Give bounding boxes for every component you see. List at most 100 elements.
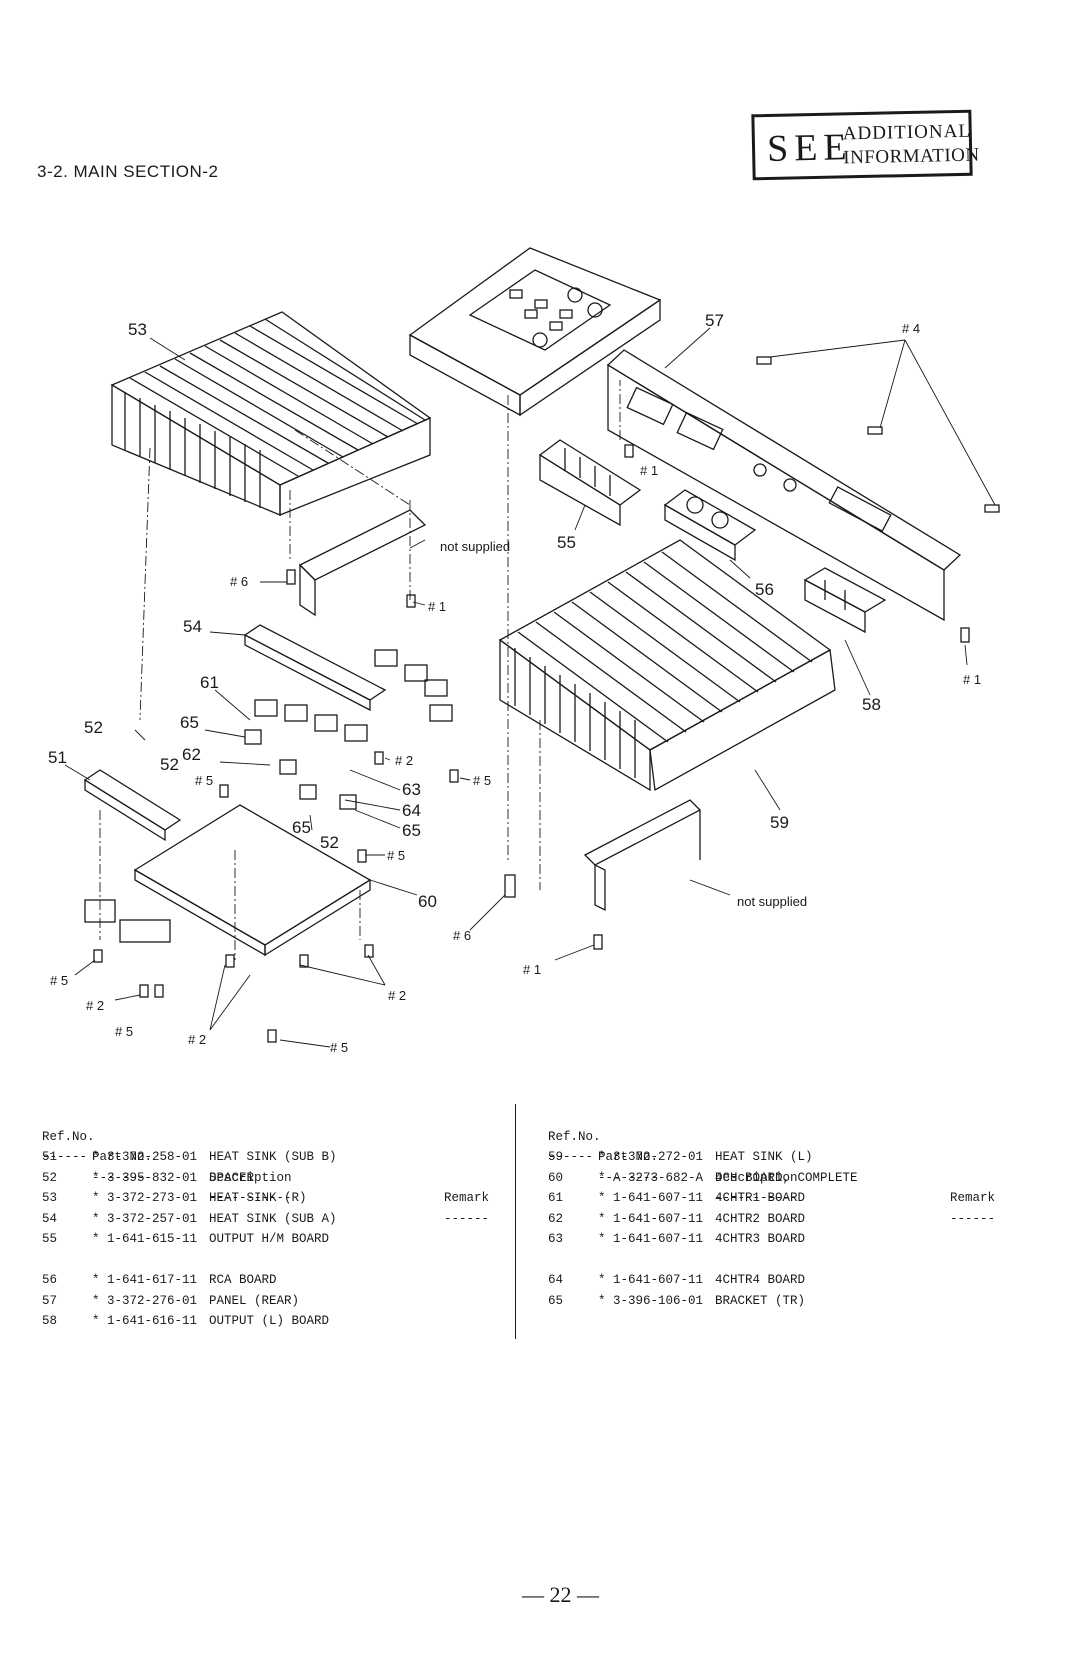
- page-number: — 22 —: [522, 1582, 599, 1607]
- row-part: * 1-641-607-11: [598, 1273, 704, 1287]
- parts-table-right: Ref.No. Part No. Description Remark ----…: [548, 1106, 998, 1311]
- row-desc: 4CHTR2 BOARD: [715, 1211, 806, 1226]
- output-l-board-58: [803, 567, 887, 634]
- callout-61: 61: [200, 673, 219, 692]
- callout-54: 54: [183, 617, 202, 636]
- table-row: 59 * 3-372-272-01 HEAT SINK (L): [548, 1147, 998, 1168]
- rule-part: --------: [92, 1170, 153, 1185]
- table-rule: ------ -------- ----------- ------: [548, 1127, 998, 1226]
- rule-remark: ------: [950, 1211, 996, 1226]
- row-part: * 1-641-607-11: [598, 1232, 704, 1246]
- callout-52a: 52: [84, 718, 103, 737]
- callout-55: 55: [557, 533, 576, 552]
- callout-51: 51: [48, 748, 67, 767]
- callout-screw-1c: # 1: [963, 672, 981, 687]
- callout-52b: 52: [160, 755, 179, 774]
- row-desc: RCA BOARD: [209, 1273, 277, 1287]
- row-desc: HEAT SINK (SUB B): [209, 1150, 337, 1164]
- row-ref: 61: [548, 1191, 564, 1205]
- rule-ref: ------: [548, 1150, 594, 1164]
- header-ref-no: Ref.No.: [548, 1129, 601, 1144]
- heat-sink-sub-b-51: [83, 769, 182, 842]
- callout-58: 58: [862, 695, 881, 714]
- rear-panel-57: [606, 349, 962, 622]
- output-hm-board-55: [538, 439, 642, 527]
- row-ref: 59: [548, 1150, 564, 1164]
- row-part: * 1-641-607-11: [598, 1211, 704, 1226]
- row-desc: PANEL (REAR): [209, 1293, 300, 1308]
- header-description: Description: [209, 1170, 292, 1185]
- header-remark: Remark: [444, 1191, 490, 1205]
- row-part: * 3-372-276-01: [92, 1293, 198, 1308]
- rule-desc: -----------: [715, 1191, 798, 1205]
- row-gap: [42, 1250, 492, 1271]
- heat-sink-59: [498, 539, 836, 792]
- callout-screw-6b: # 6: [453, 928, 471, 943]
- callout-screw-2d: # 2: [188, 1032, 206, 1047]
- heat-sink-53: [110, 311, 432, 516]
- callout-63: 63: [402, 780, 421, 799]
- row-part: * 3-396-106-01: [598, 1293, 704, 1308]
- row-desc: BRACKET (TR): [715, 1293, 806, 1308]
- callout-65b: 65: [292, 818, 311, 837]
- row-ref: 53: [42, 1191, 58, 1205]
- callout-60: 60: [418, 892, 437, 911]
- row-desc: OUTPUT H/M BOARD: [209, 1232, 330, 1246]
- row-part: * 3-372-272-01: [598, 1150, 704, 1164]
- callout-59: 59: [770, 813, 789, 832]
- callout-65c: 65: [402, 821, 421, 840]
- row-ref: 56: [42, 1273, 58, 1287]
- row-ref: 51: [42, 1150, 58, 1164]
- callout-screw-1a: # 1: [640, 463, 658, 478]
- row-part: * 3-395-832-01: [92, 1170, 198, 1185]
- row-desc: HEAT SINK (L): [715, 1150, 813, 1164]
- row-part: * 1-641-617-11: [92, 1273, 198, 1287]
- callout-screw-2a: # 2: [395, 753, 413, 768]
- callout-52c: 52: [320, 833, 339, 852]
- table-row: 51 * 3-372-258-01 HEAT SINK (SUB B): [42, 1147, 492, 1168]
- rule-ref: ------: [42, 1150, 88, 1164]
- row-desc: SPACER: [209, 1170, 255, 1185]
- callout-62: 62: [182, 745, 201, 764]
- table-divider: [515, 1104, 516, 1339]
- exploded-view-diagram: 53 57 # 4 # 1 55 56 not supplied # 6 # 1…: [48, 247, 1000, 1055]
- row-part: * 3-372-258-01: [92, 1150, 198, 1164]
- row-part: * 1-641-615-11: [92, 1232, 198, 1246]
- callout-screw-2c: # 2: [388, 988, 406, 1003]
- callout-screw-5d: # 5: [50, 973, 68, 988]
- row-part: * A-3273-682-A: [598, 1170, 704, 1185]
- table-header: Ref.No. Part No. Description Remark: [548, 1106, 998, 1206]
- callout-screw-5e: # 5: [115, 1024, 133, 1039]
- table-row: 57 * 3-372-276-01 PANEL (REAR): [42, 1291, 492, 1312]
- table-row: 52 * 3-395-832-01 SPACER: [42, 1168, 492, 1189]
- row-ref: 52: [42, 1170, 58, 1185]
- callout-screw-5b: # 5: [473, 773, 491, 788]
- callout-screw-1b: # 1: [428, 599, 446, 614]
- row-part: * 3-372-257-01: [92, 1211, 198, 1226]
- callout-screw-2b: # 2: [86, 998, 104, 1013]
- row-ref: 65: [548, 1293, 564, 1308]
- row-gap: [548, 1250, 998, 1271]
- row-desc: HEAT SINK (R): [209, 1191, 307, 1205]
- callout-53: 53: [128, 320, 147, 339]
- row-ref: 55: [42, 1232, 58, 1246]
- table-row: 55 * 1-641-615-11 OUTPUT H/M BOARD: [42, 1229, 492, 1250]
- row-part: * 1-641-616-11: [92, 1314, 198, 1328]
- row-desc: OUTPUT (L) BOARD: [209, 1314, 330, 1328]
- callout-screw-5f: # 5: [330, 1040, 348, 1055]
- header-ref-no: Ref.No.: [42, 1129, 95, 1144]
- row-ref: 57: [42, 1293, 58, 1308]
- callout-screw-4: # 4: [902, 321, 920, 336]
- callout-screw-5a: # 5: [195, 773, 213, 788]
- header-part-no: Part No.: [598, 1150, 659, 1164]
- header-remark: Remark: [950, 1191, 996, 1205]
- transistor-boards: [244, 649, 453, 810]
- table-header: Ref.No. Part No. Description Remark: [42, 1106, 492, 1206]
- rule-remark: ------: [444, 1211, 490, 1226]
- callout-64: 64: [402, 801, 421, 820]
- header-description: Description: [715, 1170, 798, 1185]
